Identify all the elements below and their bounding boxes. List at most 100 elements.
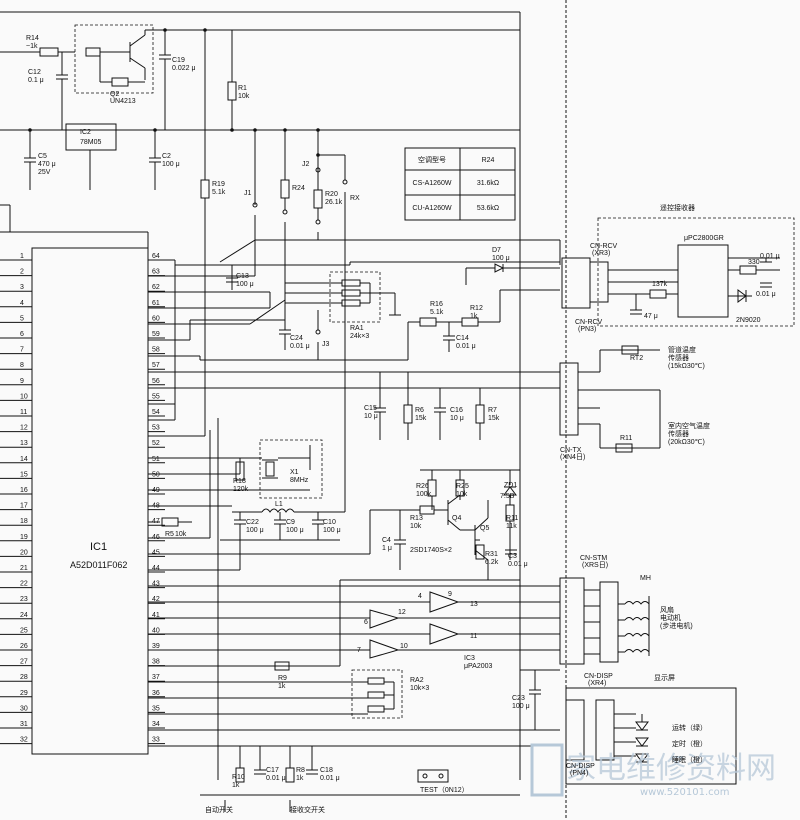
svg-text:330: 330 [748, 259, 760, 266]
led-icon [635, 753, 649, 763]
r11-thermistor [615, 443, 633, 453]
svg-text:24k×3: 24k×3 [350, 333, 369, 340]
l1-inductor [261, 508, 295, 513]
svg-text:470 μ: 470 μ [38, 161, 56, 168]
pin-number: 63 [152, 269, 160, 276]
pin-number: 8 [20, 362, 24, 369]
svg-text:(15kΩ30℃): (15kΩ30℃) [668, 363, 705, 370]
ic2-regulator [65, 123, 117, 151]
svg-text:RX: RX [350, 195, 360, 202]
pin-number: 59 [152, 331, 160, 338]
pin-number: 44 [152, 565, 160, 572]
pin-number: 56 [152, 378, 160, 385]
svg-text:C19: C19 [172, 57, 185, 64]
pin-number: 5 [20, 315, 24, 322]
svg-text:CN-TX: CN-TX [560, 447, 582, 454]
pin-number: 40 [152, 627, 160, 634]
table-cell: 53.6kΩ [477, 205, 499, 212]
table-cell: CS-A1260W [413, 180, 452, 187]
pin-number: 60 [152, 315, 160, 322]
svg-text:9: 9 [448, 591, 452, 598]
svg-text:100 μ: 100 μ [162, 161, 180, 168]
ic1-part: A52D011F062 [70, 560, 127, 570]
watermark-text: 家电维修资料网 [566, 751, 776, 786]
svg-text:10 μ: 10 μ [450, 415, 464, 422]
pin-number: 47 [152, 518, 160, 525]
svg-text:C4: C4 [382, 537, 391, 544]
svg-text:传感器: 传感器 [668, 353, 689, 362]
stepper-motor-section [559, 577, 650, 665]
pin-number: 42 [152, 596, 160, 603]
pin-labels: 1234567891011121314151617181920212223242… [20, 253, 160, 744]
svg-text:R31: R31 [485, 551, 498, 558]
svg-text:R13: R13 [410, 515, 423, 522]
svg-text:78M05: 78M05 [80, 139, 102, 146]
pin-number: 30 [20, 705, 28, 712]
ic3-buffer [369, 639, 400, 659]
svg-text:C18: C18 [320, 767, 333, 774]
svg-text:R25: R25 [456, 483, 469, 490]
rt2-thermistor [621, 345, 639, 355]
pin-number: 48 [152, 503, 160, 510]
svg-text:R11: R11 [620, 435, 632, 442]
svg-text:C5: C5 [38, 153, 47, 160]
svg-text:X1: X1 [290, 469, 299, 476]
led-icon [635, 721, 649, 731]
r24-table: 空调型号 R24 CS-A1260W 31.6kΩ CU-A1260W 53.6… [404, 147, 516, 221]
pin-number: 58 [152, 347, 160, 354]
svg-text:C15: C15 [364, 405, 377, 412]
svg-text:11: 11 [470, 633, 477, 640]
svg-text:显示屏: 显示屏 [654, 674, 675, 682]
svg-text:7.5B: 7.5B [500, 493, 515, 500]
pin-number: 33 [152, 737, 160, 744]
pin-number: 29 [20, 690, 28, 697]
svg-text:Q5: Q5 [480, 525, 489, 532]
svg-text:C16: C16 [450, 407, 463, 414]
svg-text:10k: 10k [456, 491, 468, 498]
svg-text:0.01 μ: 0.01 μ [508, 561, 528, 568]
pin-number: 13 [20, 440, 28, 447]
svg-text:0.01 μ: 0.01 μ [760, 253, 780, 260]
pin-number: 21 [20, 565, 28, 572]
svg-text:μPC2800GR: μPC2800GR [684, 235, 724, 242]
pin-number: 49 [152, 487, 160, 494]
svg-text:CN-STM: CN-STM [580, 555, 607, 562]
svg-text:C22: C22 [246, 519, 259, 526]
svg-text:CN-DISP: CN-DISP [584, 673, 613, 680]
svg-text:R1: R1 [238, 85, 247, 92]
display-section [565, 687, 737, 785]
svg-text:TEST（0N12）: TEST（0N12） [420, 786, 469, 794]
watermark-url: www.520101.com [640, 787, 730, 798]
svg-text:R6: R6 [415, 407, 424, 414]
svg-text:0.01 μ: 0.01 μ [290, 343, 310, 350]
svg-text:100 μ: 100 μ [246, 527, 264, 534]
r24-resistor [280, 179, 290, 199]
pin-number: 36 [152, 690, 160, 697]
pin-number: 9 [20, 378, 24, 385]
svg-text:C24: C24 [290, 335, 303, 342]
cn-tx-connector [559, 362, 579, 436]
svg-text:10k×3: 10k×3 [410, 685, 429, 692]
svg-text:(20kΩ30℃): (20kΩ30℃) [668, 439, 705, 446]
pin-number: 4 [20, 300, 24, 307]
svg-text:R24: R24 [292, 185, 305, 192]
pin-number: 35 [152, 705, 160, 712]
pin-number: 41 [152, 612, 160, 619]
pin-number: 16 [20, 487, 28, 494]
svg-text:8MHz: 8MHz [290, 477, 309, 484]
pin-number: 24 [20, 612, 28, 619]
pin-number: 22 [20, 581, 28, 588]
svg-text:2N9020: 2N9020 [736, 317, 761, 324]
svg-text:R7: R7 [488, 407, 497, 414]
svg-text:5.1k: 5.1k [430, 309, 444, 316]
svg-text:1k: 1k [278, 683, 286, 690]
pin-number: 51 [152, 456, 160, 463]
svg-text:C12: C12 [28, 69, 41, 76]
svg-text:D7: D7 [492, 247, 501, 254]
pin-number: 14 [20, 456, 28, 463]
ic3-buffer [429, 623, 460, 645]
svg-text:0.01 μ: 0.01 μ [456, 343, 476, 350]
frame [0, 0, 567, 820]
svg-text:R5: R5 [165, 531, 174, 538]
svg-text:15k: 15k [415, 415, 427, 422]
